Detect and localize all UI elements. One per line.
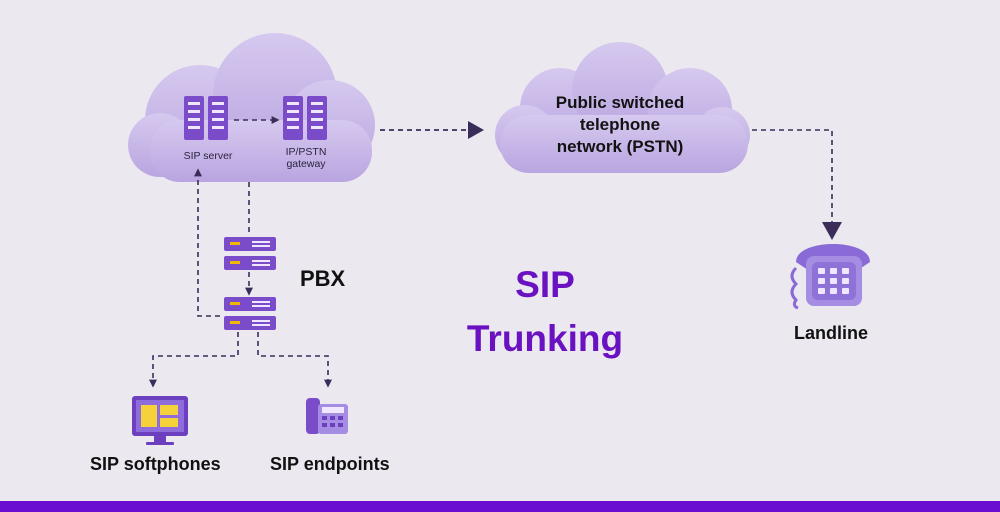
telephone-icon — [790, 244, 870, 310]
gateway-rack-icon — [283, 96, 327, 140]
arrowhead-pstn — [468, 121, 484, 139]
title-line1: SIP — [515, 264, 575, 305]
pstn-label-line3: network (PSTN) — [556, 137, 684, 156]
landline-label: Landline — [794, 323, 869, 343]
gateway-label-line1: IP/PSTN — [285, 146, 327, 158]
title-line2: Trunking — [466, 318, 624, 359]
arrowhead-landline — [822, 222, 842, 240]
desk-phone-icon — [306, 398, 348, 434]
bottom-accent-bar — [0, 501, 1000, 512]
pstn-cloud — [495, 42, 750, 173]
connectors — [149, 116, 833, 388]
monitor-icon — [132, 396, 188, 445]
rack-server-icon — [224, 237, 276, 330]
endpoints-label: SIP endpoints — [270, 454, 390, 474]
softphones-label: SIP softphones — [90, 454, 221, 474]
diagram-title: SIP Trunking — [440, 258, 650, 366]
gateway-label: IP/PSTN gateway — [275, 146, 337, 170]
pstn-label-line1: Public switched — [555, 93, 685, 112]
sip-server-label: SIP server — [183, 150, 233, 162]
gateway-label-line2: gateway — [286, 158, 326, 170]
pbx-label: PBX — [300, 266, 346, 291]
pstn-label-line2: telephone — [579, 115, 661, 134]
pstn-label: Public switched telephone network (PSTN) — [510, 92, 730, 158]
server-rack-icon — [184, 96, 228, 140]
sip-cloud — [128, 33, 375, 182]
